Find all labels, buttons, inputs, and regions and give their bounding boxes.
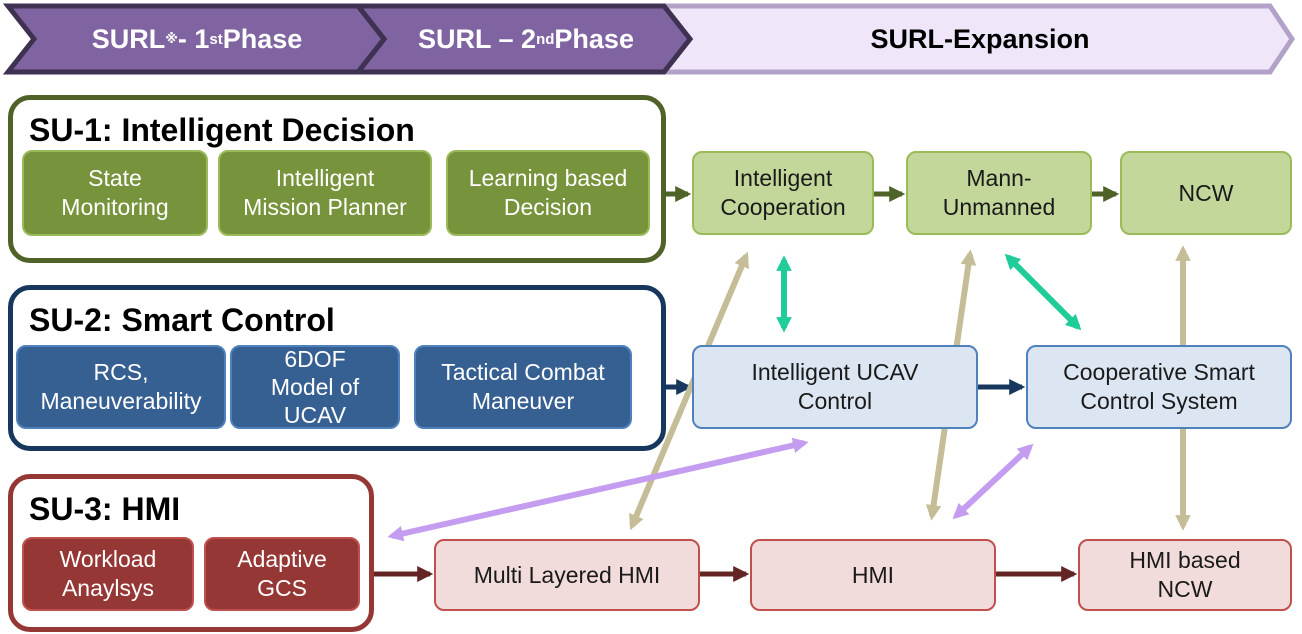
su2-rcs-maneuverability: RCS,Maneuverability (16, 345, 226, 429)
lavender-arrow-cooperative-hmi (952, 443, 1034, 520)
phase-expansion-label: SURL-Expansion (870, 23, 1090, 54)
exp-multi-layered-hmi: Multi Layered HMI (434, 539, 700, 611)
lavender-arrow-su3-ucav (387, 437, 809, 542)
su2-title: SU-2: Smart Control (29, 302, 335, 338)
su3-title: SU-3: HMI (29, 491, 181, 527)
exp-mann-unmanned: Mann-Unmanned (906, 151, 1092, 235)
exp-ncw: NCW (1120, 151, 1292, 235)
exp-hmi: HMI (750, 539, 996, 611)
su1-title: SU-1: Intelligent Decision (29, 112, 415, 148)
teal-arrow-mann-cooperative (1004, 253, 1082, 331)
